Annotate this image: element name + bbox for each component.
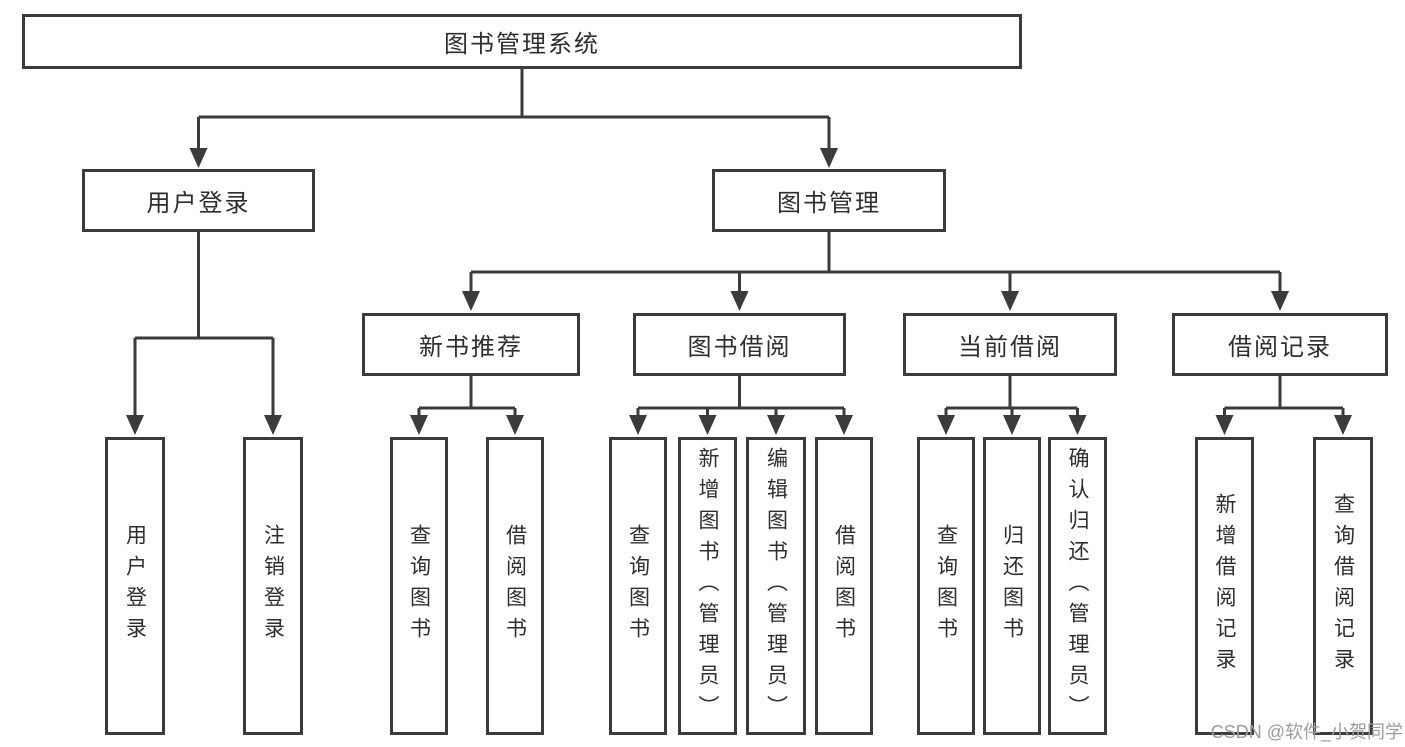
arrowhead-icon [410, 415, 428, 435]
node-leaf-label: 查询图书 [626, 524, 650, 648]
node-leaf-label: 借阅图书 [832, 524, 856, 648]
arrowhead-icon [1001, 291, 1019, 311]
node-leaf-label: 确认归还（管理员） [1066, 446, 1089, 726]
connector-new-book-children [417, 376, 517, 429]
arrowhead-icon [1215, 415, 1234, 435]
arrowhead-icon [730, 291, 749, 311]
node-leaf-query-books-3: 查询图书 [917, 437, 975, 735]
node-leaf-query-borrow-record: 查询借阅记录 [1313, 437, 1373, 735]
arrowhead-icon [1003, 415, 1021, 435]
node-leaf-borrow-books-2: 借阅图书 [815, 437, 873, 735]
node-leaf-edit-books-admin: 编辑图书（管理员） [746, 437, 806, 735]
connector-user-login-children [133, 232, 275, 429]
arrowhead-icon [1334, 415, 1352, 435]
node-new-book-recommendation: 新书推荐 [362, 313, 580, 376]
node-leaf-label: 新增图书（管理员） [696, 446, 719, 726]
connector-borrow-record-children [1223, 376, 1345, 429]
arrowhead-icon [835, 415, 853, 435]
arrowhead-icon [698, 415, 717, 435]
node-leaf-label: 查询借阅记录 [1331, 493, 1355, 679]
node-leaf-add-borrow-record: 新增借阅记录 [1195, 437, 1254, 735]
node-leaf-label: 查询图书 [407, 524, 431, 648]
node-leaf-confirm-return-admin: 确认归还（管理员） [1048, 437, 1107, 735]
node-leaf-query-books-1: 查询图书 [390, 437, 448, 735]
node-leaf-label: 查询图书 [934, 524, 958, 648]
connector-book-borrow-children [636, 376, 846, 429]
node-leaf-logout: 注销登录 [243, 437, 303, 735]
arrowhead-icon [820, 148, 838, 168]
connector-root-to-level2 [197, 69, 831, 162]
node-book-borrowing: 图书借阅 [633, 313, 846, 376]
node-current-borrowing: 当前借阅 [903, 313, 1117, 376]
node-leaf-borrow-books-1: 借阅图书 [486, 437, 544, 735]
connector-current-borrow-children [944, 376, 1079, 429]
node-borrow-records: 借阅记录 [1172, 313, 1388, 376]
arrowhead-icon [937, 415, 955, 435]
node-leaf-label: 注销登录 [261, 524, 285, 648]
arrowhead-icon [462, 291, 480, 311]
node-leaf-label: 编辑图书（管理员） [764, 446, 788, 726]
node-leaf-label: 归还图书 [1000, 524, 1024, 648]
node-leaf-label: 用户登录 [123, 524, 147, 648]
arrowhead-icon [506, 415, 524, 435]
arrowhead-icon [1068, 415, 1087, 435]
node-leaf-query-books-2: 查询图书 [609, 437, 667, 735]
arrowhead-icon [264, 415, 282, 435]
node-root-library-system: 图书管理系统 [22, 14, 1022, 69]
arrowhead-icon [126, 415, 144, 435]
arrowhead-icon [767, 415, 785, 435]
node-book-management: 图书管理 [712, 169, 946, 232]
node-leaf-label: 新增借阅记录 [1213, 493, 1236, 679]
arrowhead-icon [1271, 291, 1289, 311]
arrowhead-icon [629, 415, 647, 435]
node-leaf-label: 借阅图书 [503, 524, 527, 648]
node-user-login: 用户登录 [82, 169, 315, 232]
node-leaf-return-books: 归还图书 [983, 437, 1041, 735]
csdn-watermark: CSDN @软件_小贺同学 [1210, 722, 1403, 742]
arrowhead-icon [189, 148, 208, 168]
connector-book-mgmt-to-level3 [469, 232, 1282, 305]
node-leaf-add-books-admin: 新增图书（管理员） [678, 437, 737, 735]
node-leaf-user-login: 用户登录 [105, 437, 165, 735]
